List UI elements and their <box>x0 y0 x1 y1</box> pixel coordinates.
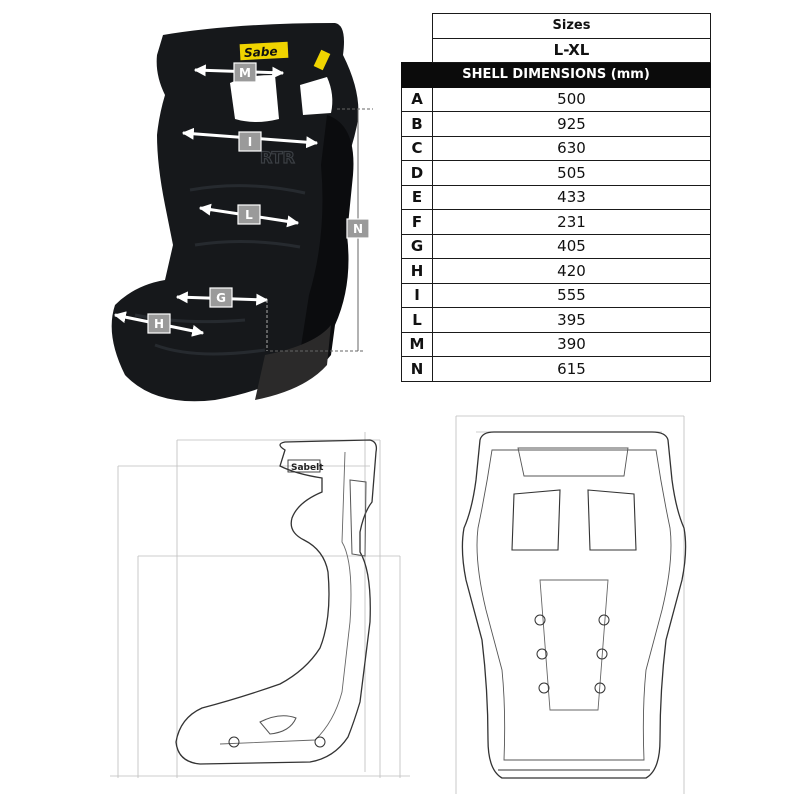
dimension-letter: G <box>401 233 433 259</box>
dimension-letter: E <box>401 184 433 210</box>
side-seat-outline <box>175 439 378 765</box>
side-seat-inner-line <box>219 451 352 745</box>
dimension-value: 925 <box>432 111 711 137</box>
dimension-value: 390 <box>432 331 711 357</box>
dimension-value: 433 <box>432 184 711 210</box>
dimension-letter: L <box>401 307 433 333</box>
dimension-value: 555 <box>432 282 711 308</box>
table-size-row: L-XL <box>402 37 711 63</box>
dimension-value: 405 <box>432 233 711 259</box>
dimension-letter: F <box>401 209 433 235</box>
front-seat-inner-outline <box>476 449 672 761</box>
label-g-text: G <box>216 291 226 305</box>
front-headrest-window-left <box>511 489 561 551</box>
front-seat-outline <box>461 431 687 779</box>
label-l-text: L <box>245 208 253 222</box>
label-m-text: M <box>239 66 251 80</box>
side-mount-hole-right <box>314 736 326 748</box>
seat-photo: Sabe RTR M I L N G H <box>111 23 373 402</box>
side-sabelt-logo: Sabelt <box>291 463 324 473</box>
dimension-letter: C <box>401 135 433 161</box>
dimension-value: 615 <box>432 356 711 382</box>
front-mount-holes <box>534 614 610 694</box>
side-mount-hole-left <box>228 736 240 748</box>
shell-dimensions-title: SHELL DIMENSIONS (mm) <box>401 62 711 88</box>
dimension-letter: M <box>401 331 433 357</box>
table-corner-empty <box>402 14 433 39</box>
dimension-value: 420 <box>432 258 711 284</box>
headrest-window-left <box>230 75 279 122</box>
seat-side-panel <box>295 115 354 385</box>
label-l: L <box>237 204 261 225</box>
rtr-logo: RTR <box>260 148 295 167</box>
seat-base-shell <box>255 325 331 400</box>
sizes-header: Sizes <box>432 13 711 39</box>
seat-cushion-seams <box>134 184 306 356</box>
label-n: N <box>346 218 370 239</box>
label-h-text: H <box>154 317 164 331</box>
size-value: L-XL <box>432 37 711 63</box>
side-thigh-cutout <box>259 715 297 735</box>
dimension-letter: I <box>401 282 433 308</box>
side-view-drawing: Sabelt <box>110 432 410 778</box>
side-logo-box <box>287 459 321 473</box>
front-view-drawing <box>455 415 687 794</box>
front-headrest-window-right <box>587 489 637 551</box>
dimension-letter: H <box>401 258 433 284</box>
dimension-letter: A <box>401 86 433 112</box>
label-h: H <box>147 313 171 334</box>
dimension-letter: D <box>401 160 433 186</box>
side-belt-slot <box>349 479 367 557</box>
label-i: I <box>238 131 262 152</box>
front-headrest-top <box>517 447 629 477</box>
dimension-value: 505 <box>432 160 711 186</box>
dimension-value: 395 <box>432 307 711 333</box>
label-i-text: I <box>248 135 252 149</box>
sabelt-logo-badge <box>239 41 289 61</box>
label-m: M <box>233 62 257 83</box>
sabelt-side-badge <box>313 49 331 71</box>
front-center-channel <box>539 579 609 711</box>
headrest-window-right <box>300 77 333 115</box>
dimension-value: 500 <box>432 86 711 112</box>
sabelt-logo: Sabe <box>244 44 278 60</box>
table-corner-empty <box>402 38 433 63</box>
dimension-value: 231 <box>432 209 711 235</box>
table-shell-title-row: SHELL DIMENSIONS (mm) <box>401 62 711 88</box>
side-dimension-lines <box>110 432 410 778</box>
label-n-text: N <box>353 222 363 236</box>
dimension-value: 630 <box>432 135 711 161</box>
table-sizes-row: Sizes <box>402 13 711 39</box>
label-g: G <box>209 287 233 308</box>
dimension-letter: N <box>401 356 433 382</box>
dimension-letter: B <box>401 111 433 137</box>
front-dimension-lines <box>455 415 685 794</box>
